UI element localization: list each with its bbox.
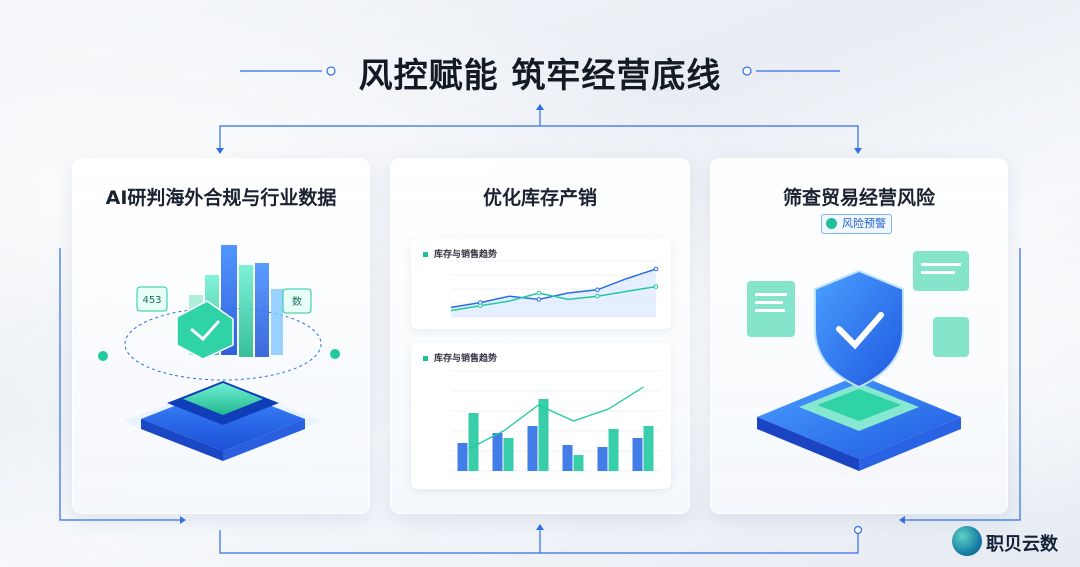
- data-point: [653, 284, 659, 289]
- card-ai-compliance: AI研判海外合规与行业数据 453 数: [72, 158, 370, 514]
- bar: [632, 438, 643, 471]
- data-point: [536, 290, 542, 296]
- card-title: AI研判海外合规与行业数据: [105, 187, 337, 209]
- line-chart-panel: 库存与销售趋势: [411, 239, 671, 329]
- brand-logo: 职贝云数: [952, 524, 1072, 560]
- alert-dot-icon: [826, 218, 837, 229]
- bar: [608, 429, 619, 471]
- card-title: 筛查贸易经营风险: [782, 187, 935, 209]
- bar: [597, 447, 608, 471]
- bar: [492, 433, 503, 471]
- bar: [468, 413, 479, 471]
- data-point: [653, 266, 659, 272]
- page-title: 风控赋能 筑牢经营底线: [358, 56, 722, 96]
- series-line: [450, 285, 657, 312]
- chart-title: 库存与销售趋势: [423, 351, 497, 364]
- bar: [562, 445, 573, 471]
- bar: [503, 438, 514, 471]
- bar: [527, 426, 538, 471]
- data-point: [536, 297, 542, 302]
- brand-name: 职贝云数: [986, 534, 1058, 555]
- card-icon: [933, 317, 969, 357]
- bar: [643, 426, 654, 471]
- series-area: [451, 269, 656, 317]
- bottom-bracket: [219, 530, 859, 554]
- trend-line: [468, 386, 644, 450]
- bottom-node: [853, 525, 863, 535]
- check-icon: [836, 312, 884, 350]
- isometric-data-illustration: 453 数: [98, 245, 340, 461]
- left-bracket: [59, 248, 180, 521]
- bar: [573, 455, 584, 471]
- bar: [538, 399, 549, 471]
- bar: [457, 443, 468, 471]
- label-453: 453: [142, 295, 161, 306]
- card-inventory: 优化库存产销 库存与销售趋势 库存与销售趋势: [390, 158, 690, 514]
- bar-chart: [451, 370, 661, 472]
- label-shu: 数: [292, 295, 302, 308]
- card-trade-risk: 筛查贸易经营风险 风险预警: [710, 158, 1008, 514]
- card-title: 优化库存产销: [482, 187, 597, 209]
- title-node-right: [742, 66, 752, 76]
- top-bracket: [219, 125, 859, 148]
- line-chart: [450, 260, 659, 318]
- shield-illustration: [747, 251, 969, 471]
- data-point: [595, 287, 600, 293]
- data-point: [477, 303, 483, 309]
- right-bracket: [905, 248, 1021, 521]
- chart-title: 库存与销售趋势: [423, 247, 497, 260]
- title-node-left: [326, 66, 336, 76]
- bar-chart-panel: 库存与销售趋势: [411, 343, 671, 489]
- logo-wave-icon: [952, 526, 982, 556]
- data-point: [595, 293, 600, 299]
- shield-icon: [814, 269, 904, 389]
- risk-alert-badge: 风险预警: [821, 214, 892, 234]
